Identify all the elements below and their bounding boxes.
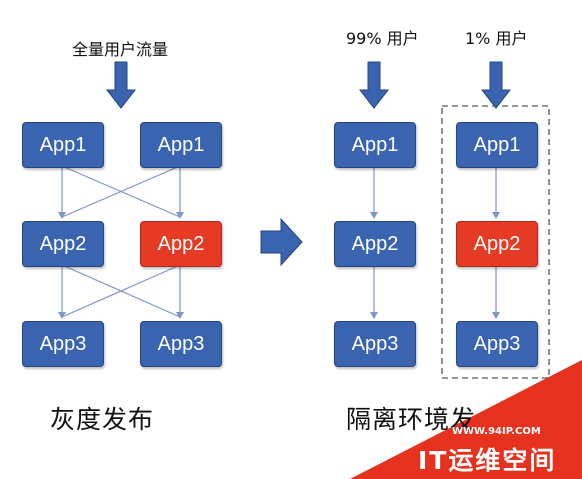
watermark-name: IT运维空间: [418, 446, 557, 475]
right-column-arrowheads: [370, 212, 500, 319]
connector-app1-right-to-app2-left: [61, 165, 181, 218]
app-box-left-3-2: App3: [140, 321, 222, 367]
left-mesh-arrowheads: [58, 212, 184, 319]
traffic-down-arrow-left: [105, 61, 137, 109]
watermark-band: [350, 360, 582, 479]
app-box-canary-3: App3: [456, 321, 538, 367]
right-caption: 隔离环境发: [346, 405, 477, 434]
app-box-left-1-2: App1: [140, 122, 222, 168]
traffic-down-arrow-canary: [480, 61, 512, 109]
right-column-connectors: [373, 166, 497, 317]
transition-right-arrow: [260, 217, 303, 267]
left-traffic-label: 全量用户流量: [72, 40, 169, 59]
main-traffic-label: 99% 用户: [346, 29, 419, 48]
app-box-left-1-1: App1: [22, 122, 104, 168]
left-caption: 灰度发布: [50, 405, 155, 434]
app-box-left-2-2-highlighted: App2: [140, 221, 222, 267]
app-box-left-2-1: App2: [22, 221, 104, 267]
app-box-main-2: App2: [334, 221, 416, 267]
canary-traffic-label: 1% 用户: [465, 29, 528, 48]
app-box-left-3-1: App3: [22, 321, 104, 367]
connector-app2-right-to-app3-left: [61, 264, 181, 318]
app-box-canary-2-highlighted: App2: [456, 221, 538, 267]
isolated-environment-frame: [441, 105, 550, 379]
watermark-url: WWW.94IP.COM: [452, 426, 541, 437]
traffic-down-arrow-main: [358, 61, 390, 109]
app-box-main-3: App3: [334, 321, 416, 367]
left-mesh-connectors: [61, 165, 181, 318]
app-box-main-1: App1: [334, 122, 416, 168]
app-box-canary-1: App1: [456, 122, 538, 168]
